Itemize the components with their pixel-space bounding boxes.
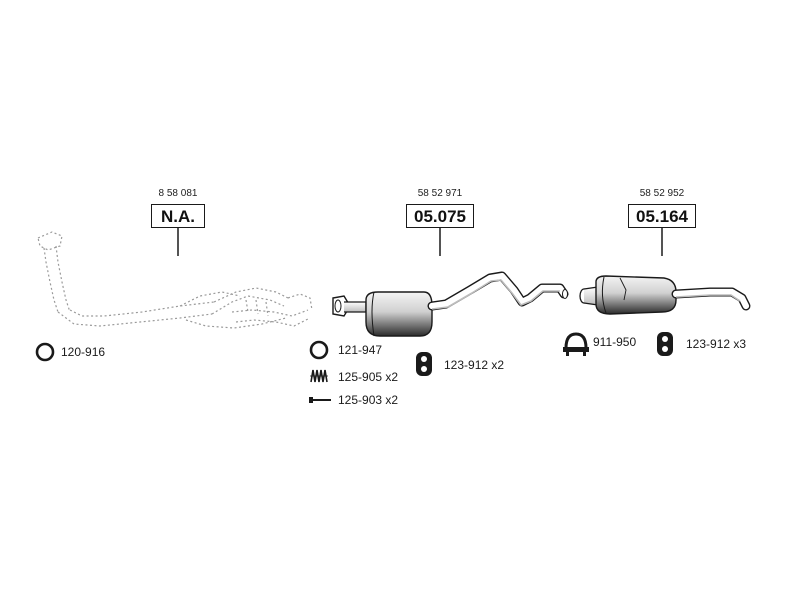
section-ref-front-pipe: 8 58 081 bbox=[158, 188, 198, 199]
rear-muffler-assembly bbox=[579, 275, 751, 315]
section-code-rear-muffler[interactable]: 05.164 bbox=[628, 204, 696, 228]
ring-gasket-icon bbox=[309, 340, 329, 360]
bolt-icon bbox=[309, 397, 331, 403]
section-code-front-pipe[interactable]: N.A. bbox=[151, 204, 205, 228]
section-ref-rear-muffler: 58 52 952 bbox=[639, 188, 685, 199]
part-label-121-947: 121-947 bbox=[338, 343, 383, 357]
front-pipe-dotted bbox=[37, 231, 313, 329]
rubber-mount-icon bbox=[657, 332, 673, 356]
rubber-mount-icon bbox=[416, 352, 432, 376]
part-label-123-912-x3: 123-912 x3 bbox=[686, 337, 747, 351]
pipe-clamp-icon bbox=[563, 332, 589, 356]
section-code-center-muffler[interactable]: 05.075 bbox=[406, 204, 474, 228]
part-label-125-905: 125-905 x2 bbox=[338, 370, 399, 384]
part-label-125-903: 125-903 x2 bbox=[338, 393, 399, 407]
ring-gasket-icon bbox=[35, 342, 55, 362]
section-ref-center-muffler: 58 52 971 bbox=[417, 188, 463, 199]
part-label-911-950: 911-950 bbox=[593, 335, 637, 349]
part-label-123-912-x2: 123-912 x2 bbox=[444, 358, 505, 372]
spring-icon bbox=[310, 369, 328, 383]
center-muffler-assembly bbox=[332, 271, 569, 337]
part-label-120-916: 120-916 bbox=[61, 345, 106, 359]
